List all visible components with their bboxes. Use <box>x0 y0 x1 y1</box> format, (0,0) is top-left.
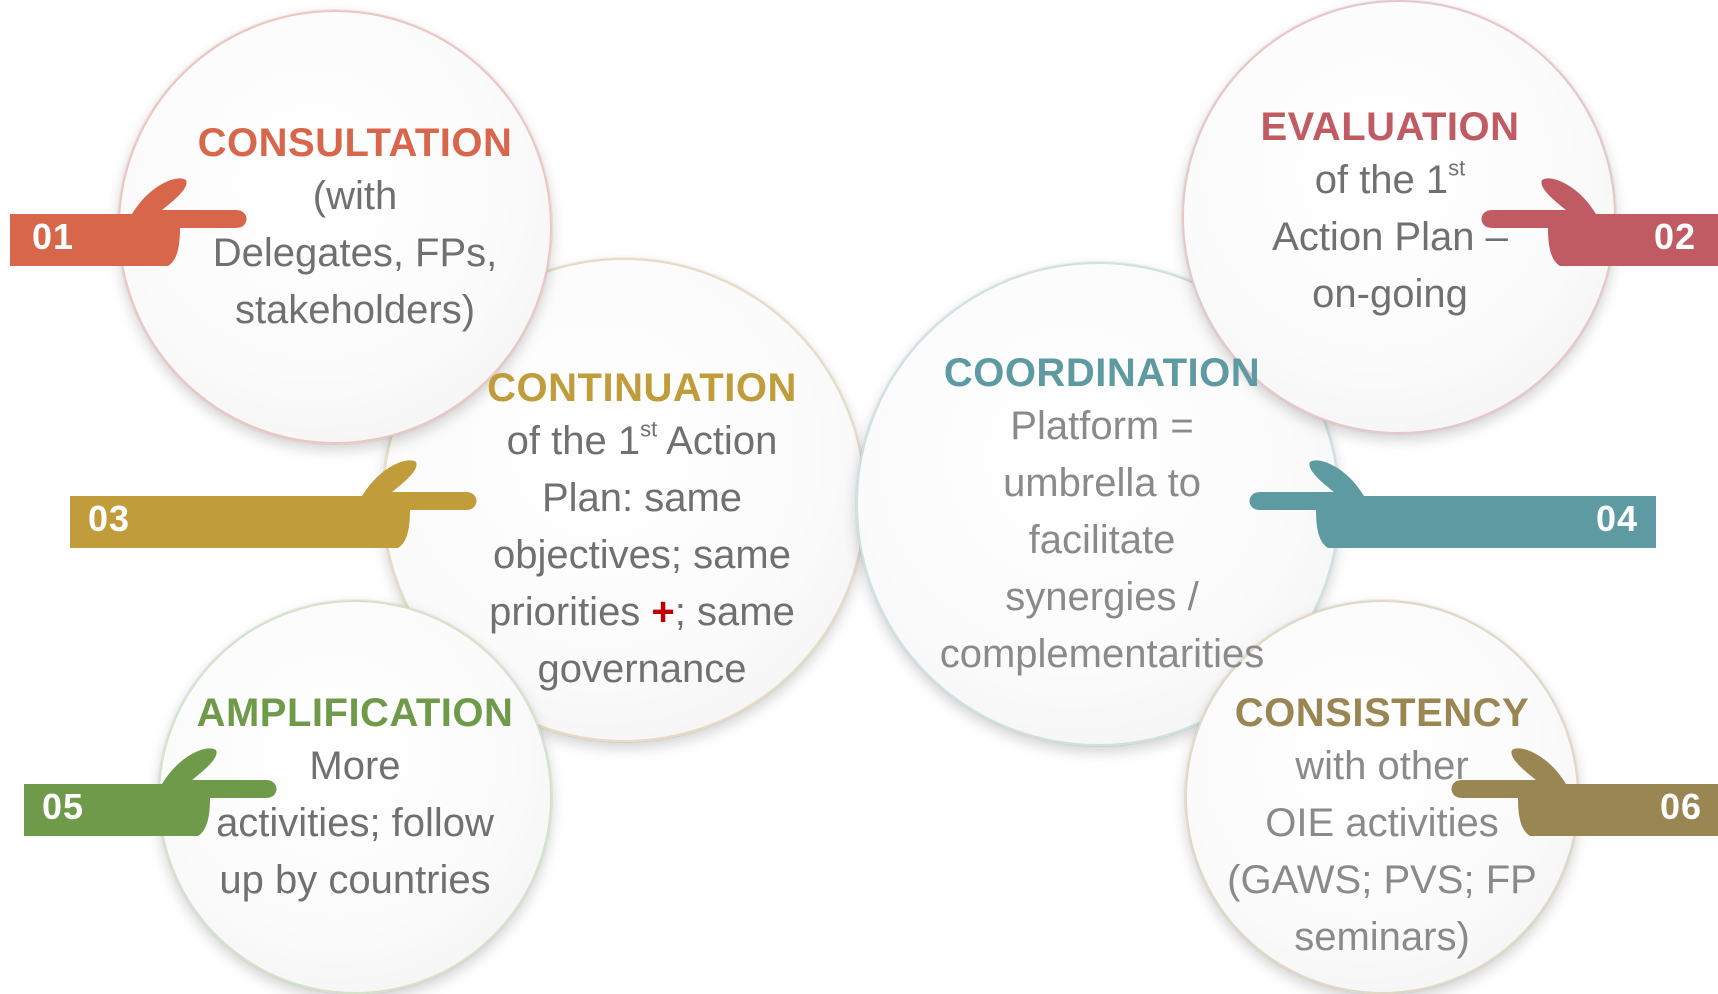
band-02-number: 02 <box>1654 216 1696 258</box>
title-amplification: AMPLIFICATION <box>180 688 530 738</box>
continuation-line-4: priorities +; same <box>452 584 832 641</box>
block-consistency: CONSISTENCY with other OIE activities (G… <box>1222 688 1542 966</box>
coordination-line-2: umbrella to <box>912 455 1292 512</box>
evaluation-line-3: on-going <box>1230 266 1550 323</box>
consultation-line-3: stakeholders) <box>190 282 520 339</box>
consistency-line-1: with other <box>1222 738 1542 795</box>
coordination-line-4: synergies / <box>912 569 1292 626</box>
title-consistency: CONSISTENCY <box>1222 688 1542 738</box>
block-continuation: CONTINUATION of the 1st Action Plan: sam… <box>452 363 832 698</box>
consultation-line-1: (with <box>190 168 520 225</box>
continuation-line-1: of the 1st Action <box>452 413 832 470</box>
coordination-line-5: complementarities <box>912 626 1292 683</box>
block-consultation: CONSULTATION (with Delegates, FPs, stake… <box>190 118 520 339</box>
coordination-line-1: Platform = <box>912 398 1292 455</box>
title-coordination: COORDINATION <box>912 348 1292 398</box>
amplification-line-2: activities; follow <box>180 795 530 852</box>
evaluation-line-2: Action Plan – <box>1230 209 1550 266</box>
block-evaluation: EVALUATION of the 1st Action Plan – on-g… <box>1230 102 1550 323</box>
band-05-number: 05 <box>42 786 84 828</box>
band-04-number: 04 <box>1596 498 1638 540</box>
title-consultation: CONSULTATION <box>190 118 520 168</box>
continuation-line-2: Plan: same <box>452 470 832 527</box>
band-06-number: 06 <box>1660 786 1702 828</box>
consultation-line-2: Delegates, FPs, <box>190 225 520 282</box>
consistency-line-3: (GAWS; PVS; FP <box>1222 852 1542 909</box>
title-continuation: CONTINUATION <box>452 363 832 413</box>
coordination-line-3: facilitate <box>912 512 1292 569</box>
band-04: 04 <box>1246 490 1656 548</box>
block-amplification: AMPLIFICATION More activities; follow up… <box>180 688 530 909</box>
amplification-line-3: up by countries <box>180 852 530 909</box>
consistency-line-2: OIE activities <box>1222 795 1542 852</box>
consistency-line-4: seminars) <box>1222 909 1542 966</box>
pointing-hand-right-icon <box>70 490 480 548</box>
evaluation-line-1: of the 1st <box>1230 152 1550 209</box>
pointing-hand-left-icon <box>1246 490 1656 548</box>
band-03: 03 <box>70 490 480 548</box>
band-01-number: 01 <box>32 216 74 258</box>
block-coordination: COORDINATION Platform = umbrella to faci… <box>912 348 1292 683</box>
continuation-line-3: objectives; same <box>452 527 832 584</box>
amplification-line-1: More <box>180 738 530 795</box>
title-evaluation: EVALUATION <box>1230 102 1550 152</box>
band-03-number: 03 <box>88 498 130 540</box>
